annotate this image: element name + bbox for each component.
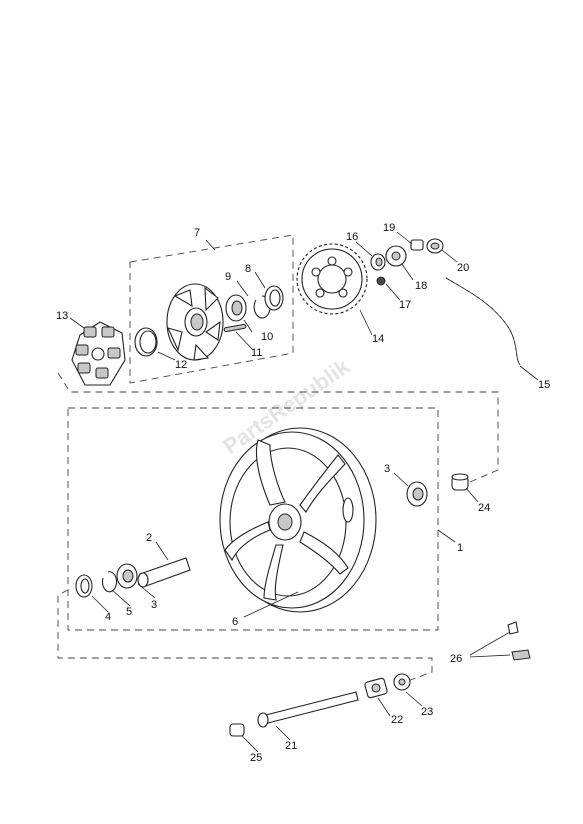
wheel-circlip-left <box>101 571 118 593</box>
callout-22: 22 <box>391 714 403 726</box>
callout-7: 7 <box>194 227 200 239</box>
rear-wheel <box>219 427 377 613</box>
sprocket-nut <box>376 276 386 286</box>
callout-19: 19 <box>383 222 395 234</box>
callout-18: 18 <box>415 280 427 292</box>
callout-1: 1 <box>457 542 463 554</box>
callout-24: 24 <box>478 502 490 514</box>
wheel-spacer-tube <box>137 557 191 588</box>
axle-adjuster <box>364 677 388 699</box>
callout-20: 20 <box>457 262 469 274</box>
wheel-spacer-right <box>451 473 469 491</box>
callout-12: 12 <box>175 359 187 371</box>
dowel-pin <box>223 323 247 333</box>
leader-lines <box>69 231 539 753</box>
callout-3-left: 3 <box>151 599 157 611</box>
dashed-grouping-lines <box>57 234 499 683</box>
chain-guard-clip <box>507 621 531 661</box>
callout-26: 26 <box>450 653 462 665</box>
wheel-bearing-left <box>116 563 138 589</box>
wheel-seal-left <box>75 574 93 598</box>
rear-axle <box>257 691 359 728</box>
callout-23: 23 <box>421 706 433 718</box>
spacer-small <box>410 239 424 251</box>
hub-bearing <box>225 294 247 322</box>
callout-21: 21 <box>285 740 297 752</box>
drive-chain <box>445 277 521 366</box>
cush-drive-spacer <box>134 327 158 357</box>
callout-3-right: 3 <box>384 463 390 475</box>
callout-10: 10 <box>261 331 273 343</box>
callout-16: 16 <box>346 231 358 243</box>
rear-sprocket <box>296 243 368 315</box>
axle-cap <box>229 723 245 737</box>
wheel-bearing-right <box>406 481 428 507</box>
axle-spacer <box>393 673 411 691</box>
callout-labels: 1 2 3 3 4 5 6 7 8 9 10 11 12 13 14 15 16… <box>56 222 550 764</box>
collar <box>426 238 444 254</box>
sprocket-nut-washer <box>370 253 386 271</box>
chain-adjuster-block <box>385 245 407 267</box>
callout-6: 6 <box>232 616 238 628</box>
sprocket-carrier-hub <box>166 283 224 361</box>
hub-seal <box>264 285 284 311</box>
cush-drive-rubbers <box>71 321 126 386</box>
callout-14: 14 <box>372 333 384 345</box>
callout-17: 17 <box>399 299 411 311</box>
callout-4: 4 <box>105 611 111 623</box>
callout-11: 11 <box>251 347 262 359</box>
callout-9: 9 <box>225 271 231 283</box>
callout-25: 25 <box>250 752 262 764</box>
callout-5: 5 <box>126 606 132 618</box>
callout-15: 15 <box>538 379 550 391</box>
callout-2: 2 <box>146 532 152 544</box>
callout-8: 8 <box>245 263 251 275</box>
callout-13: 13 <box>56 310 68 322</box>
